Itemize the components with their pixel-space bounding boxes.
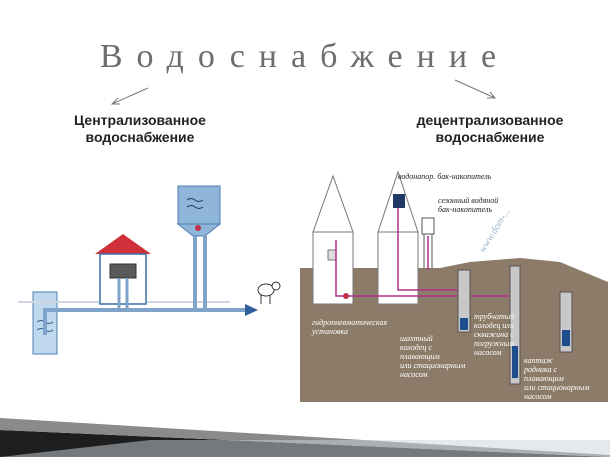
main-pipe	[43, 308, 245, 335]
label-spring-line3: плавающим	[524, 374, 564, 383]
flow-arrow-icon	[245, 304, 258, 316]
house-roof	[95, 234, 151, 254]
label-shaft-line4: или стационарным	[400, 361, 466, 370]
label-tube-line2: колодец или	[474, 321, 514, 330]
arrow-left-icon	[110, 87, 149, 105]
house1	[312, 231, 354, 305]
label-spring-line2: родника с	[524, 365, 558, 374]
heading-decentralized-line2: водоснабжение	[435, 129, 545, 145]
water-tower-tank	[177, 185, 221, 225]
label-spring-line4: или стационарным	[524, 383, 590, 392]
label-hydro-line2: установка	[312, 327, 348, 336]
heading-centralized: Централизованное водоснабжение	[50, 112, 230, 146]
centralized-scheme	[18, 185, 281, 355]
label-shaft-line3: плавающим	[400, 352, 440, 361]
label-tube-line1: трубчатый	[474, 312, 515, 321]
supply-pipe	[335, 240, 512, 297]
house	[99, 253, 147, 305]
label-spring-line5: насосом	[524, 392, 552, 401]
label-hydro-line1: гидропневматическая	[312, 318, 388, 327]
heading-centralized-line2: водоснабжение	[85, 129, 195, 145]
storage-tank	[393, 194, 405, 208]
seasonal-tank	[421, 217, 435, 235]
label-shaft-line5: насосом	[400, 370, 428, 379]
page-title: Водоснабжение	[99, 38, 511, 75]
label-seasonal-tank-line1: сезонный водяной	[438, 196, 499, 205]
livestock-icon	[257, 281, 281, 304]
label-shaft-line2: колодец с	[400, 343, 432, 352]
arrow-right-icon	[454, 79, 497, 99]
label-tube-line5: насосом	[474, 348, 502, 357]
shaft-well	[457, 269, 471, 333]
ground-cross-section	[300, 258, 608, 402]
label-shaft-line1: шахтный	[400, 334, 433, 343]
heading-decentralized: децентрализованное водоснабжение	[390, 112, 590, 146]
label-tube-line4: погружным	[474, 339, 515, 348]
heading-centralized-line1: Централизованное	[74, 112, 206, 128]
label-seasonal-tank-line2: бак-накопитель	[438, 205, 493, 214]
label-tube-line3: скважина с	[474, 330, 514, 339]
decentralized-scheme	[300, 170, 608, 402]
label-spring-line1: каптаж	[524, 356, 553, 365]
house-window	[109, 263, 137, 279]
tube-well	[509, 265, 521, 385]
hydro-unit	[343, 293, 349, 299]
label-storage-tank: водонапор. бак-накопитель	[398, 172, 492, 181]
heading-decentralized-line1: децентрализованное	[416, 112, 564, 128]
